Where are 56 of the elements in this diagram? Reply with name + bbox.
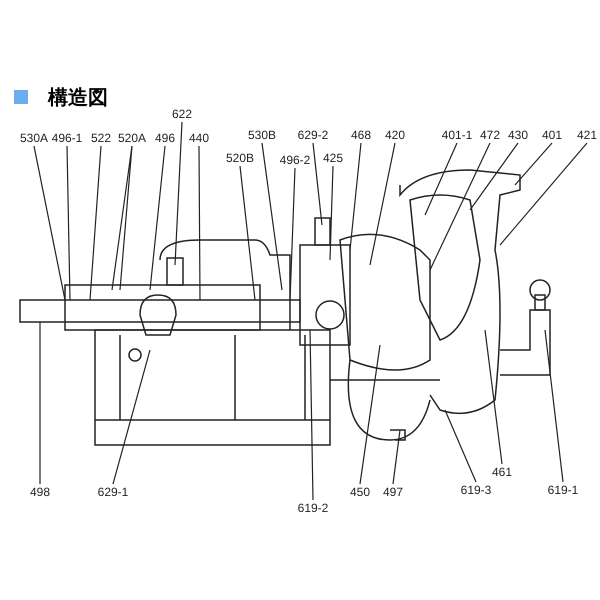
part-number: 622 (170, 107, 194, 121)
leader-line (392, 430, 401, 484)
part-number: 530B (246, 128, 278, 142)
part-number: 401-1 (440, 128, 474, 142)
leader-line (470, 142, 518, 210)
leader-line (484, 330, 503, 464)
leader-line (289, 168, 296, 300)
part-number: 496-1 (50, 131, 84, 145)
part-number: 496 (154, 131, 176, 145)
leader-line (429, 142, 491, 270)
leader-line (444, 410, 477, 482)
leader-line (359, 344, 381, 484)
part-number: 619-1 (546, 483, 580, 497)
leader-line (514, 142, 552, 186)
part-number: 420 (384, 128, 406, 142)
leader-line (544, 330, 564, 482)
leader-line (239, 166, 256, 300)
part-number: 520A (116, 131, 148, 145)
leader-line (329, 166, 334, 260)
part-number: 522 (90, 131, 112, 145)
part-number: 619-2 (296, 501, 330, 515)
part-number: 430 (506, 128, 530, 142)
part-number: 520B (224, 151, 256, 165)
leader-line (309, 330, 314, 500)
leader-line (149, 146, 166, 290)
part-number: 619-3 (460, 483, 492, 497)
leader-line (174, 122, 183, 266)
diagram-title: 構造図 (48, 86, 108, 110)
part-number: 530A (18, 131, 50, 145)
leader-line (424, 142, 458, 216)
leader-line (261, 142, 283, 290)
part-number: 450 (348, 485, 372, 499)
leader-line (89, 146, 102, 300)
leader-line (500, 142, 588, 246)
part-number: 629-2 (296, 128, 330, 142)
part-number: 497 (382, 485, 404, 499)
leader-line (39, 322, 41, 484)
leader-line (198, 146, 201, 300)
leader-line (111, 146, 133, 290)
part-number: 401 (540, 128, 564, 142)
part-number: 461 (490, 465, 514, 479)
part-number: 496-2 (278, 153, 312, 167)
leader-line (66, 146, 71, 300)
part-number: 440 (188, 131, 210, 145)
part-number: 629-1 (96, 485, 130, 499)
part-number: 468 (350, 128, 372, 142)
leader-line (349, 142, 362, 250)
part-number: 472 (478, 128, 502, 142)
part-number: 498 (28, 485, 52, 499)
leader-line (119, 146, 133, 290)
leader-line (112, 350, 151, 484)
leader-line (312, 142, 323, 226)
part-number: 421 (576, 128, 598, 142)
part-number: 425 (322, 151, 344, 165)
leader-line (33, 146, 66, 300)
leader-line (369, 142, 396, 266)
